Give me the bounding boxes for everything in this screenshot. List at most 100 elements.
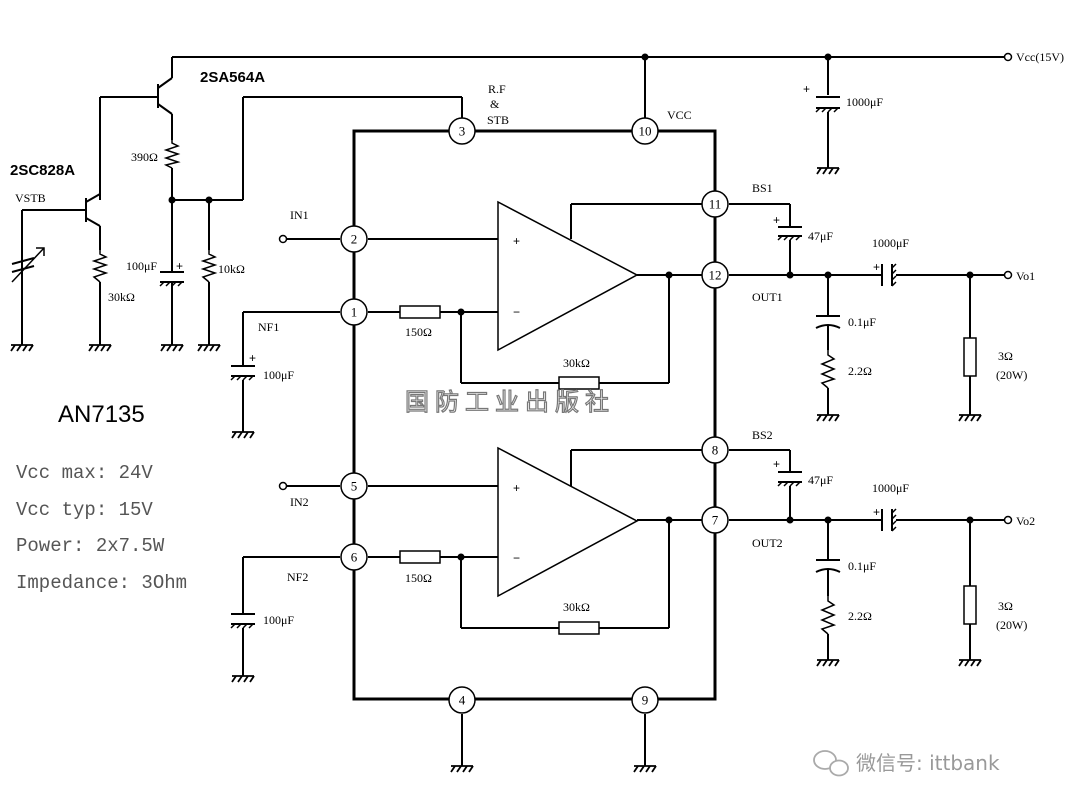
c1000-out2-label: 1000μF: [872, 481, 909, 495]
pin-6: 6: [340, 543, 368, 571]
c01-2-label: 0.1μF: [848, 559, 876, 573]
resistor-2-2-2: [820, 596, 837, 635]
ground-symbol: [958, 659, 982, 667]
capacitor-1000-vcc: [815, 96, 840, 113]
pin-5: 5: [340, 472, 368, 500]
wechat-icon: [813, 750, 849, 777]
c100-nf2-label: 100μF: [263, 613, 294, 627]
resistor-30k-fb1: [558, 376, 600, 390]
svg-text:12: 12: [709, 268, 722, 283]
out2-label: OUT2: [752, 536, 783, 550]
ground-symbol: [231, 675, 255, 683]
svg-text:10: 10: [639, 124, 652, 139]
r30k-fb2-label: 30kΩ: [563, 600, 590, 614]
ground-symbol: [633, 765, 657, 773]
svg-text:+: +: [249, 351, 256, 365]
ground-symbol: [816, 167, 840, 175]
load-resistor-1: [963, 337, 977, 377]
capacitor-0-1-2: [815, 559, 841, 573]
vcc-supply-label: Vcc(15V): [1016, 50, 1064, 64]
ground-symbol: [10, 344, 34, 352]
svg-text:+: +: [803, 82, 810, 96]
vo1-label: Vo1: [1016, 269, 1035, 283]
c47-2-label: 47μF: [808, 473, 833, 487]
vcc-pin-label: VCC: [667, 108, 692, 122]
resistor-30k-fb2: [558, 621, 600, 635]
ground-symbols: [10, 167, 982, 773]
ground-symbol: [816, 414, 840, 422]
capacitor-47-bs2: [777, 470, 802, 487]
r30k-stb-label: 30kΩ: [108, 290, 135, 304]
bs2-label: BS2: [752, 428, 773, 442]
resistor-30k-stb: [91, 250, 109, 283]
ground-symbol: [816, 659, 840, 667]
pin-9: 9: [631, 686, 659, 714]
c1000-out1-label: 1000μF: [872, 236, 909, 250]
svg-text:+: +: [176, 259, 183, 273]
resistor-390: [163, 140, 181, 169]
svg-text:2: 2: [351, 232, 358, 247]
variable-capacitor: [11, 247, 45, 283]
pin-3: 3: [448, 117, 476, 145]
capacitor-100-nf1: [230, 362, 255, 381]
nf2-label: NF2: [287, 570, 308, 584]
opamp-1: [497, 200, 639, 352]
pin-7: 7: [701, 506, 729, 534]
pin-12: 12: [701, 261, 729, 289]
spec-vcc-typ: Vcc typ: 15V: [16, 499, 153, 521]
svg-text:+: +: [773, 213, 780, 227]
svg-text:+: +: [873, 505, 880, 519]
spec-power: Power: 2x7.5W: [16, 535, 165, 557]
svg-text:5: 5: [351, 479, 358, 494]
load-resistor-2: [963, 585, 977, 625]
c01-1-label: 0.1μF: [848, 315, 876, 329]
capacitor-47-bs1: [777, 225, 802, 241]
pin-8: 8: [701, 436, 729, 464]
svg-text:6: 6: [351, 550, 358, 565]
r22-1-label: 2.2Ω: [848, 364, 872, 378]
wechat-id: 微信号: ittbank: [856, 751, 1000, 775]
pin-10: 10: [631, 117, 659, 145]
c1000-vcc-label: 1000μF: [846, 95, 883, 109]
polarity-marks: + + + + + + +: [176, 82, 880, 519]
resistor-2-2-1: [820, 350, 837, 389]
pin-1: 1: [340, 298, 368, 326]
chip-name: AN7135: [58, 401, 145, 428]
opamp-2-plus: +: [513, 481, 520, 495]
stb-label: STB: [487, 113, 509, 127]
svg-text:7: 7: [712, 513, 719, 528]
capacitor-100-nf2: [230, 610, 255, 629]
ic-package: [352, 129, 717, 701]
capacitor-100-stb: [159, 262, 184, 290]
out1-label: OUT1: [752, 290, 783, 304]
in2-label: IN2: [290, 495, 309, 509]
ground-symbol: [450, 765, 474, 773]
r30k-fb1-label: 30kΩ: [563, 356, 590, 370]
opamp-2: [497, 446, 639, 598]
svg-text:8: 8: [712, 443, 719, 458]
spec-impedance: Impedance: 3Ohm: [16, 572, 187, 594]
capacitor-1000-out2: [880, 508, 900, 532]
amp-label: &: [490, 97, 500, 111]
opamp-1-minus: −: [513, 305, 520, 319]
ground-symbol: [88, 344, 112, 352]
bs1-label: BS1: [752, 181, 773, 195]
r150-2-label: 150Ω: [405, 571, 432, 585]
opamp-2-minus: −: [513, 551, 520, 565]
load2-watt-label: (20W): [996, 618, 1027, 632]
c100-stb-label: 100μF: [126, 259, 157, 273]
ground-symbol: [231, 431, 255, 439]
pin-11: 11: [701, 190, 729, 218]
load2-label: 3Ω: [998, 599, 1013, 613]
pin-2: 2: [340, 225, 368, 253]
r390-label: 390Ω: [131, 150, 158, 164]
svg-text:+: +: [873, 260, 880, 274]
pin-4: 4: [448, 686, 476, 714]
r22-2-label: 2.2Ω: [848, 609, 872, 623]
transistor-2sc828a-label: 2SC828A: [10, 162, 75, 179]
load1-watt-label: (20W): [996, 368, 1027, 382]
capacitor-0-1-1: [815, 315, 841, 329]
r150-1-label: 150Ω: [405, 325, 432, 339]
junctions: [168, 53, 974, 561]
